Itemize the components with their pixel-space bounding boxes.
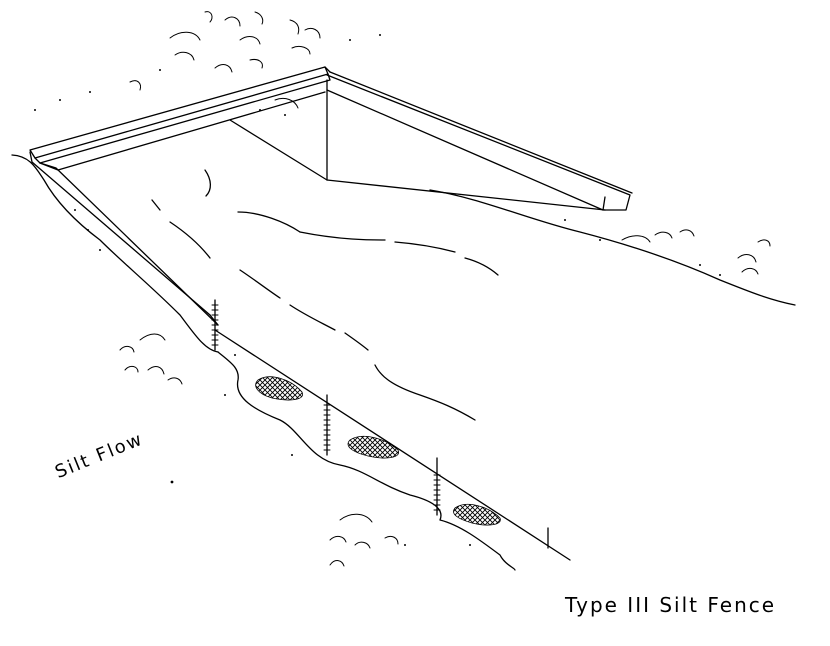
fence-line (211, 299, 571, 561)
diagram-caption: Type III Silt Fence (565, 593, 777, 617)
water-lines (151, 169, 499, 421)
fabric-patch (347, 436, 399, 459)
vegetation-marks (34, 11, 771, 567)
fabric-patch (453, 504, 501, 526)
fabric-patch (255, 376, 303, 401)
right-wing (229, 71, 633, 211)
terrain (11, 154, 796, 571)
left-side-timber (29, 151, 219, 326)
fabric-patches (255, 376, 501, 526)
